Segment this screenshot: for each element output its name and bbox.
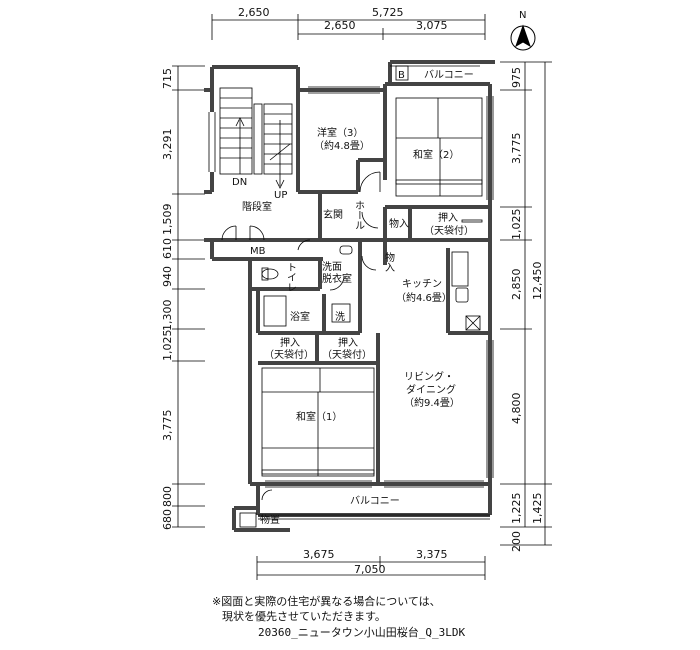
mb-label: MB bbox=[250, 246, 266, 257]
stairhall-label: 階段室 bbox=[242, 200, 272, 213]
compass-label: N bbox=[519, 10, 526, 21]
kitchen-size: （約4.6畳） bbox=[396, 291, 452, 304]
dim-right-1: 975 bbox=[510, 67, 523, 88]
stair-dn-label: DN bbox=[232, 177, 247, 188]
wa2-label: 和室（2） bbox=[413, 148, 459, 161]
compass-icon bbox=[510, 24, 536, 51]
storage2-label: 物入 bbox=[383, 251, 395, 272]
dim-top-1: 2,650 bbox=[238, 6, 270, 19]
staircase bbox=[219, 87, 293, 189]
tatami-wa2 bbox=[395, 97, 483, 197]
tenbukuro-top-label: （天袋付） bbox=[424, 224, 474, 237]
living-label-1: リビング・ bbox=[404, 370, 454, 383]
oshiire-a-label: 押入 bbox=[280, 336, 300, 349]
dim-right-total: 12,450 bbox=[531, 262, 544, 301]
dim-left-10: 680 bbox=[161, 509, 174, 530]
dim-top-2: 5,725 bbox=[372, 6, 404, 19]
right-dimension-lines bbox=[500, 61, 552, 546]
plan-title: 20360_ニュータウン小山田桜台_Q_3LDK bbox=[258, 626, 466, 639]
dim-left-4: 610 bbox=[161, 238, 174, 259]
doors bbox=[221, 171, 381, 501]
dim-right-4: 2,850 bbox=[510, 269, 523, 301]
dim-left-1: 715 bbox=[161, 68, 174, 89]
dim-bottom-total: 7,050 bbox=[354, 563, 386, 576]
dim-left-8: 3,775 bbox=[161, 410, 174, 442]
dim-left-7: 1,025 bbox=[161, 330, 174, 362]
dim-right-bottom: 200 bbox=[510, 531, 523, 552]
dim-top-4: 3,075 bbox=[416, 19, 448, 32]
oshiire-b-label: 押入 bbox=[338, 336, 358, 349]
left-dimension-lines bbox=[172, 65, 205, 528]
dim-bottom-1: 3,675 bbox=[303, 548, 335, 561]
living-size: （約9.4畳） bbox=[404, 396, 460, 409]
living-label-2: ダイニング bbox=[406, 383, 456, 396]
disclaimer-line-2: 現状を優先させていただきます。 bbox=[222, 610, 386, 623]
tenbukuro-a-label: （天袋付） bbox=[264, 348, 314, 361]
disclaimer-line-1: ※図面と実際の住宅が異なる場合については、 bbox=[212, 595, 441, 608]
dim-left-2: 3,291 bbox=[161, 129, 174, 161]
balcony-top-label: バルコニー bbox=[424, 69, 474, 81]
wa1-label: 和室（1） bbox=[296, 410, 342, 423]
dim-left-9: 800 bbox=[161, 486, 174, 507]
genkan-label: 玄関 bbox=[323, 208, 343, 221]
b-box-label: B bbox=[398, 70, 405, 81]
dim-left-6: 1,300 bbox=[161, 300, 174, 332]
senmen-label-2: 脱衣室 bbox=[322, 272, 352, 285]
tatami-wa1 bbox=[261, 367, 375, 477]
western-room-label: 洋室（3） bbox=[317, 126, 363, 139]
senmen-label-1: 洗面 bbox=[322, 261, 342, 273]
dim-right-balcony: 1,425 bbox=[531, 493, 544, 525]
dim-right-5: 4,800 bbox=[510, 393, 523, 425]
monooki-label: 物置 bbox=[260, 513, 280, 526]
kitchen-label: キッチン bbox=[402, 278, 442, 290]
fixtures bbox=[239, 65, 483, 528]
bottom-dimension-lines bbox=[256, 556, 486, 580]
storage1-label: 物入 bbox=[389, 217, 409, 230]
tenbukuro-b-label: （天袋付） bbox=[322, 348, 372, 361]
oshiire-top-label: 押入 bbox=[438, 211, 458, 224]
toilet-label: トイレ bbox=[285, 262, 297, 292]
stair-up-label: UP bbox=[274, 190, 287, 201]
balcony-bottom-label: バルコニー bbox=[350, 495, 400, 507]
western-room-size: （約4.8畳） bbox=[314, 139, 370, 152]
bath-label: 浴室 bbox=[290, 310, 310, 323]
dim-left-3: 1,509 bbox=[161, 204, 174, 236]
windows bbox=[208, 65, 494, 520]
top-dimension-lines bbox=[211, 14, 486, 40]
sen-label: 洗 bbox=[335, 311, 345, 323]
dim-top-3: 2,650 bbox=[324, 19, 356, 32]
hall-label: ホール bbox=[353, 200, 365, 230]
dim-right-6: 1,225 bbox=[510, 493, 523, 525]
dim-left-5: 940 bbox=[161, 266, 174, 287]
dim-right-2: 3,775 bbox=[510, 133, 523, 165]
dim-right-3: 1,025 bbox=[510, 209, 523, 241]
dim-bottom-2: 3,375 bbox=[416, 548, 448, 561]
